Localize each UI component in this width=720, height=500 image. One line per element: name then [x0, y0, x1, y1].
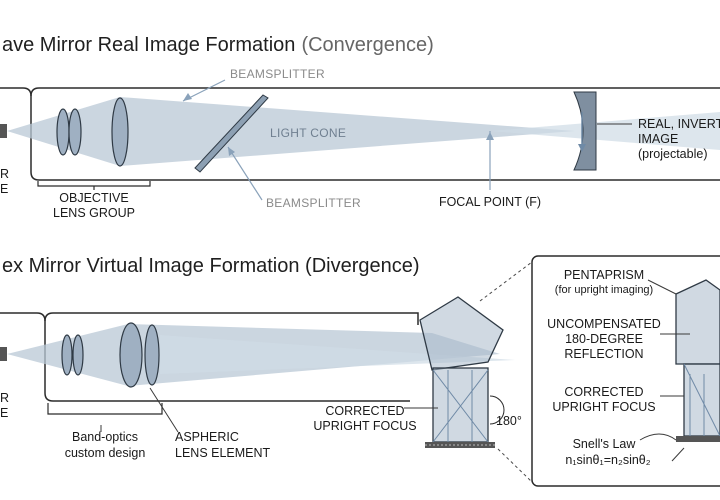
- real-image-label-line1: REAL, INVERT: [638, 117, 720, 131]
- top-light-cone-exit: [490, 112, 720, 150]
- inset-formula-pointer: [671, 447, 685, 462]
- band-optics-label-line2: custom design: [65, 446, 146, 460]
- aspheric-label-line2: LENS ELEMENT: [175, 446, 271, 460]
- top-objective-lens-2: [68, 108, 82, 156]
- inset-frame: [531, 255, 720, 487]
- beamsplitter-top-arrowhead: [183, 93, 192, 101]
- light-cone-label: LIGHT CONE: [270, 126, 346, 140]
- real-image-label-line3: (projectable): [638, 147, 707, 161]
- bottom-aspheric-lens-1: [119, 322, 143, 388]
- bottom-aspheric-lens-2: [144, 324, 160, 386]
- inset-snell-pointer: [639, 433, 677, 441]
- top-section-title: ave Mirror Real Image Formation (Converge…: [2, 34, 434, 56]
- top-title-sub: (Convergence): [301, 34, 433, 56]
- top-objective-lens-1: [56, 108, 70, 156]
- beamsplitter-top-label: BEAMSPLITTER: [230, 67, 325, 81]
- bottom-left-edge-label-line2: E: [0, 406, 8, 420]
- angle-arc: [489, 395, 505, 425]
- band-optics-label-line1: Band-optics: [72, 430, 138, 444]
- angle-label: 180°: [496, 414, 522, 428]
- top-source-block: [0, 124, 7, 138]
- bottom-source-block: [0, 347, 7, 361]
- inset-sensor-plate: [676, 436, 720, 442]
- inset-pentaprism: [675, 279, 720, 365]
- inset-uncomp-line2: 180-DEGREE: [565, 332, 643, 346]
- real-image-arrowhead: [578, 144, 586, 152]
- inset-leader-top: [479, 261, 533, 302]
- aspheric-label-line1: ASPHERIC: [175, 430, 239, 444]
- inset-corrected-line2: UPRIGHT FOCUS: [552, 400, 655, 414]
- beamsplitter-bottom-arrowhead: [228, 147, 235, 156]
- band-optics-bracket: [47, 403, 163, 415]
- bottom-corrected-label-line2: UPRIGHT FOCUS: [313, 419, 416, 433]
- bottom-lens-2: [72, 334, 84, 376]
- aspheric-pointer: [149, 387, 179, 433]
- beamsplitter-bottom-label: BEAMSPLITTER: [266, 196, 361, 210]
- bottom-section-title: ex Mirror Virtual Image Formation (Diver…: [2, 255, 420, 277]
- bottom-prism-rays: [432, 369, 489, 443]
- bottom-frame-upper: [44, 312, 419, 325]
- top-frame-upper: [30, 87, 720, 97]
- focal-point-label: FOCAL POINT (F): [439, 195, 541, 209]
- inset-snell-formula: n₁sinθ₁=n₂sinθ₂: [565, 453, 650, 467]
- focal-point-arrowhead: [486, 132, 494, 140]
- top-left-edge-label-line1: R: [0, 167, 9, 181]
- inset-pentaprism-note: (for upright imaging): [555, 284, 653, 296]
- beamsplitter-bottom-pointer: [227, 146, 263, 201]
- inset-uncomp-line1: UNCOMPENSATED: [547, 317, 661, 331]
- inset-leader-bottom: [497, 448, 533, 483]
- objective-label-line2: LENS GROUP: [53, 206, 135, 220]
- bottom-corrected-label-line1: CORRECTED: [325, 404, 404, 418]
- top-beamsplitter-plate: [194, 94, 269, 173]
- bottom-lens-1: [61, 334, 73, 376]
- top-light-cone: [120, 97, 575, 166]
- bottom-pentaprism: [419, 296, 504, 371]
- objective-label-line1: OBJECTIVE: [59, 191, 128, 205]
- bottom-diverging-rays: [160, 335, 515, 374]
- top-left-edge-label-line2: E: [0, 182, 8, 196]
- top-title-main: ave Mirror Real Image Formation: [2, 34, 295, 56]
- inset-uncomp-line3: REFLECTION: [564, 347, 643, 361]
- inset-snell-label: Snell's Law: [573, 437, 637, 451]
- objective-bracket: [37, 181, 151, 187]
- inset-prism-rays: [683, 363, 720, 437]
- inset-pentaprism-pointer: [647, 279, 677, 295]
- inset-pentaprism-label: PENTAPRISM: [564, 268, 644, 282]
- bottom-left-edge-label-line1: R: [0, 391, 9, 405]
- real-image-label-line2: IMAGE: [638, 132, 678, 146]
- top-objective-lens-3: [111, 97, 129, 167]
- inset-corrected-line1: CORRECTED: [564, 385, 643, 399]
- bottom-sensor-plate: [425, 442, 495, 448]
